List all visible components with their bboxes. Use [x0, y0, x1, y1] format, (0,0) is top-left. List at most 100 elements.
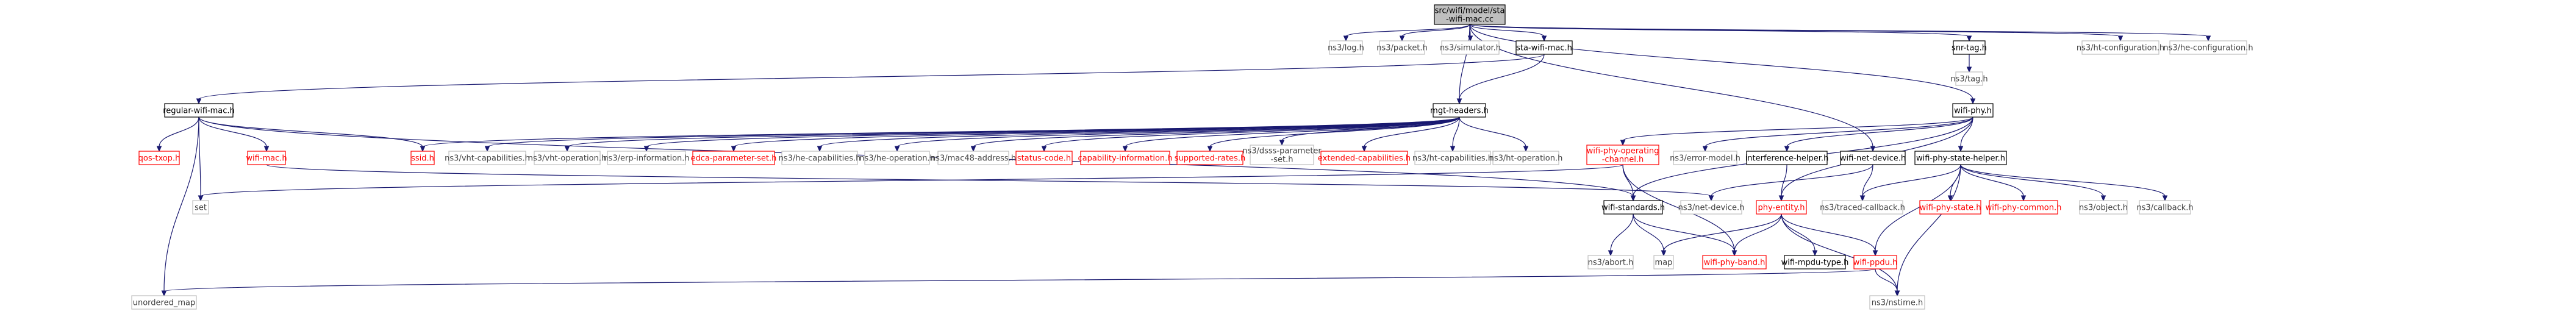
node-box — [1603, 200, 1663, 215]
edge-arrowhead — [970, 146, 976, 152]
edge-arrowhead — [643, 146, 649, 152]
edge-line — [200, 164, 1623, 197]
node-band[interactable]: wifi-phy-band.h — [1702, 255, 1767, 269]
edge-regular-to-qostxop — [156, 116, 199, 152]
node-erp: ns3/erp-information.h — [603, 151, 690, 165]
node-mgt[interactable]: mgt-headers.h — [1430, 103, 1489, 118]
node-label: ns3/callback.h — [2136, 204, 2193, 213]
node-suprates[interactable]: supported-rates.h — [1175, 151, 1245, 165]
edge-regular-to-set — [198, 116, 204, 202]
edge-arrowhead — [1947, 195, 1953, 202]
edge-arrowhead — [420, 146, 426, 152]
node-mpdutype[interactable]: wifi-mpdu-type.h — [1781, 255, 1849, 269]
edge-line — [1711, 164, 1873, 197]
node-extcap[interactable]: extended-capabilities.h — [1318, 151, 1411, 165]
node-label: wifi-mac.h — [246, 154, 287, 163]
edge-line — [1364, 116, 1460, 148]
node-wifiphy[interactable]: wifi-phy.h — [1952, 103, 1994, 118]
node-hecap: ns3/he-capabilities.h — [779, 151, 860, 165]
node-label: wifi-mpdu-type.h — [1781, 259, 1849, 268]
edge-line — [1734, 213, 1782, 252]
node-regular[interactable]: regular-wifi-mac.h — [163, 103, 235, 118]
node-wpc[interactable]: wifi-phy-common.h — [1986, 200, 2062, 215]
edge-ppdu-to-umap — [161, 268, 1876, 297]
node-label: ns3/tag.h — [1950, 75, 1987, 84]
edge-root-to-packet — [1399, 24, 1470, 42]
edge-line — [1452, 116, 1460, 148]
node-opchan[interactable]: wifi-phy-operating-channel.h — [1586, 145, 1659, 165]
node-interf[interactable]: interference-helper.h — [1745, 151, 1829, 165]
node-label: ns3/ht-configuration.h — [2077, 44, 2164, 53]
node-label: ssid.h — [411, 154, 434, 163]
edge-root-to-stawifimac — [1469, 24, 1547, 42]
edge-standards-to-abort — [1608, 213, 1634, 257]
edge-phyentity-to-band — [1731, 213, 1782, 257]
edge-line — [1469, 24, 2209, 37]
edge-arrowhead — [1523, 146, 1529, 152]
node-box — [607, 151, 686, 165]
node-edca[interactable]: edca-parameter-set.h — [691, 151, 777, 165]
node-root[interactable]: src/wifi/model/sta-wifi-mac.cc — [1434, 4, 1506, 25]
node-box — [2079, 200, 2128, 215]
edge-line — [1875, 164, 1961, 252]
node-box — [1515, 40, 1573, 55]
node-label: ns3/vht-capabilities.h — [445, 154, 530, 163]
node-wps[interactable]: wifi-phy-state.h — [1919, 200, 1981, 215]
edge-arrowhead — [484, 146, 490, 152]
edge-mgt-to-status — [1041, 116, 1460, 152]
node-label: -channel.h — [1602, 155, 1644, 165]
node-status[interactable]: status-code.h — [1015, 151, 1073, 165]
node-label: ns3/mac48-address.h — [931, 154, 1016, 163]
edge-standards-to-band — [1633, 213, 1737, 257]
edge-line — [1781, 213, 1876, 252]
edge-stawifimac-to-regular — [196, 54, 1545, 105]
node-phyentity[interactable]: phy-entity.h — [1756, 200, 1807, 215]
edge-mgt-to-htcap — [1450, 116, 1460, 152]
edge-wifiphy-to-errmodel — [1702, 116, 1973, 152]
node-stawifimac[interactable]: sta-wifi-mac.h — [1515, 40, 1573, 55]
node-snrtag[interactable]: snr-tag.h — [1952, 40, 1987, 55]
edge-arrowhead — [1958, 146, 1964, 152]
edge-mgt-to-htop — [1459, 116, 1529, 152]
node-label: regular-wifi-mac.h — [163, 107, 235, 116]
node-phystate[interactable]: wifi-phy-state-helper.h — [1914, 151, 2007, 165]
node-label: ns3/nstime.h — [1872, 299, 1923, 308]
node-tag: ns3/tag.h — [1950, 71, 1988, 86]
node-box — [1853, 255, 1897, 269]
node-box — [1080, 151, 1170, 165]
edge-snrtag-to-tag — [1966, 54, 1972, 73]
node-label: src/wifi/model/sta — [1435, 7, 1505, 16]
node-qostxop[interactable]: qos-txop.h — [138, 151, 181, 165]
node-ppdu[interactable]: wifi-ppdu.h — [1853, 255, 1898, 269]
node-label: mgt-headers.h — [1430, 107, 1489, 116]
edge-line — [1633, 213, 1664, 252]
node-wifinetdev[interactable]: wifi-net-device.h — [1840, 151, 1906, 165]
node-capinfo[interactable]: capability-information.h — [1078, 151, 1173, 165]
edge-line — [1043, 116, 1460, 148]
edge-arrowhead — [1361, 146, 1367, 152]
node-wifimac[interactable]: wifi-mac.h — [246, 151, 287, 165]
node-box — [192, 200, 209, 215]
node-box — [1952, 103, 1994, 118]
node-box — [1989, 200, 2058, 215]
node-nstime: ns3/nstime.h — [1869, 295, 1925, 310]
node-box — [1673, 151, 1737, 165]
edge-arrowhead — [1812, 250, 1818, 257]
node-standards[interactable]: wifi-standards.h — [1601, 200, 1665, 215]
edge-line — [1705, 116, 1973, 148]
node-label: ns3/error-model.h — [1670, 154, 1741, 163]
node-label: ns3/he-operation.h — [859, 154, 935, 163]
edge-phystate-to-callback — [1960, 164, 2168, 202]
edge-arrowhead — [1620, 140, 1626, 146]
node-label: -set.h — [1271, 155, 1293, 165]
node-box — [247, 151, 286, 165]
node-ssid[interactable]: ssid.h — [410, 151, 435, 165]
edge-line — [973, 116, 1460, 148]
node-box — [138, 151, 180, 165]
edge-line — [1781, 213, 1816, 252]
edge-line — [1960, 164, 2024, 197]
edge-line — [1459, 116, 1526, 148]
edge-line — [1345, 24, 1470, 37]
node-box — [1953, 40, 1986, 55]
